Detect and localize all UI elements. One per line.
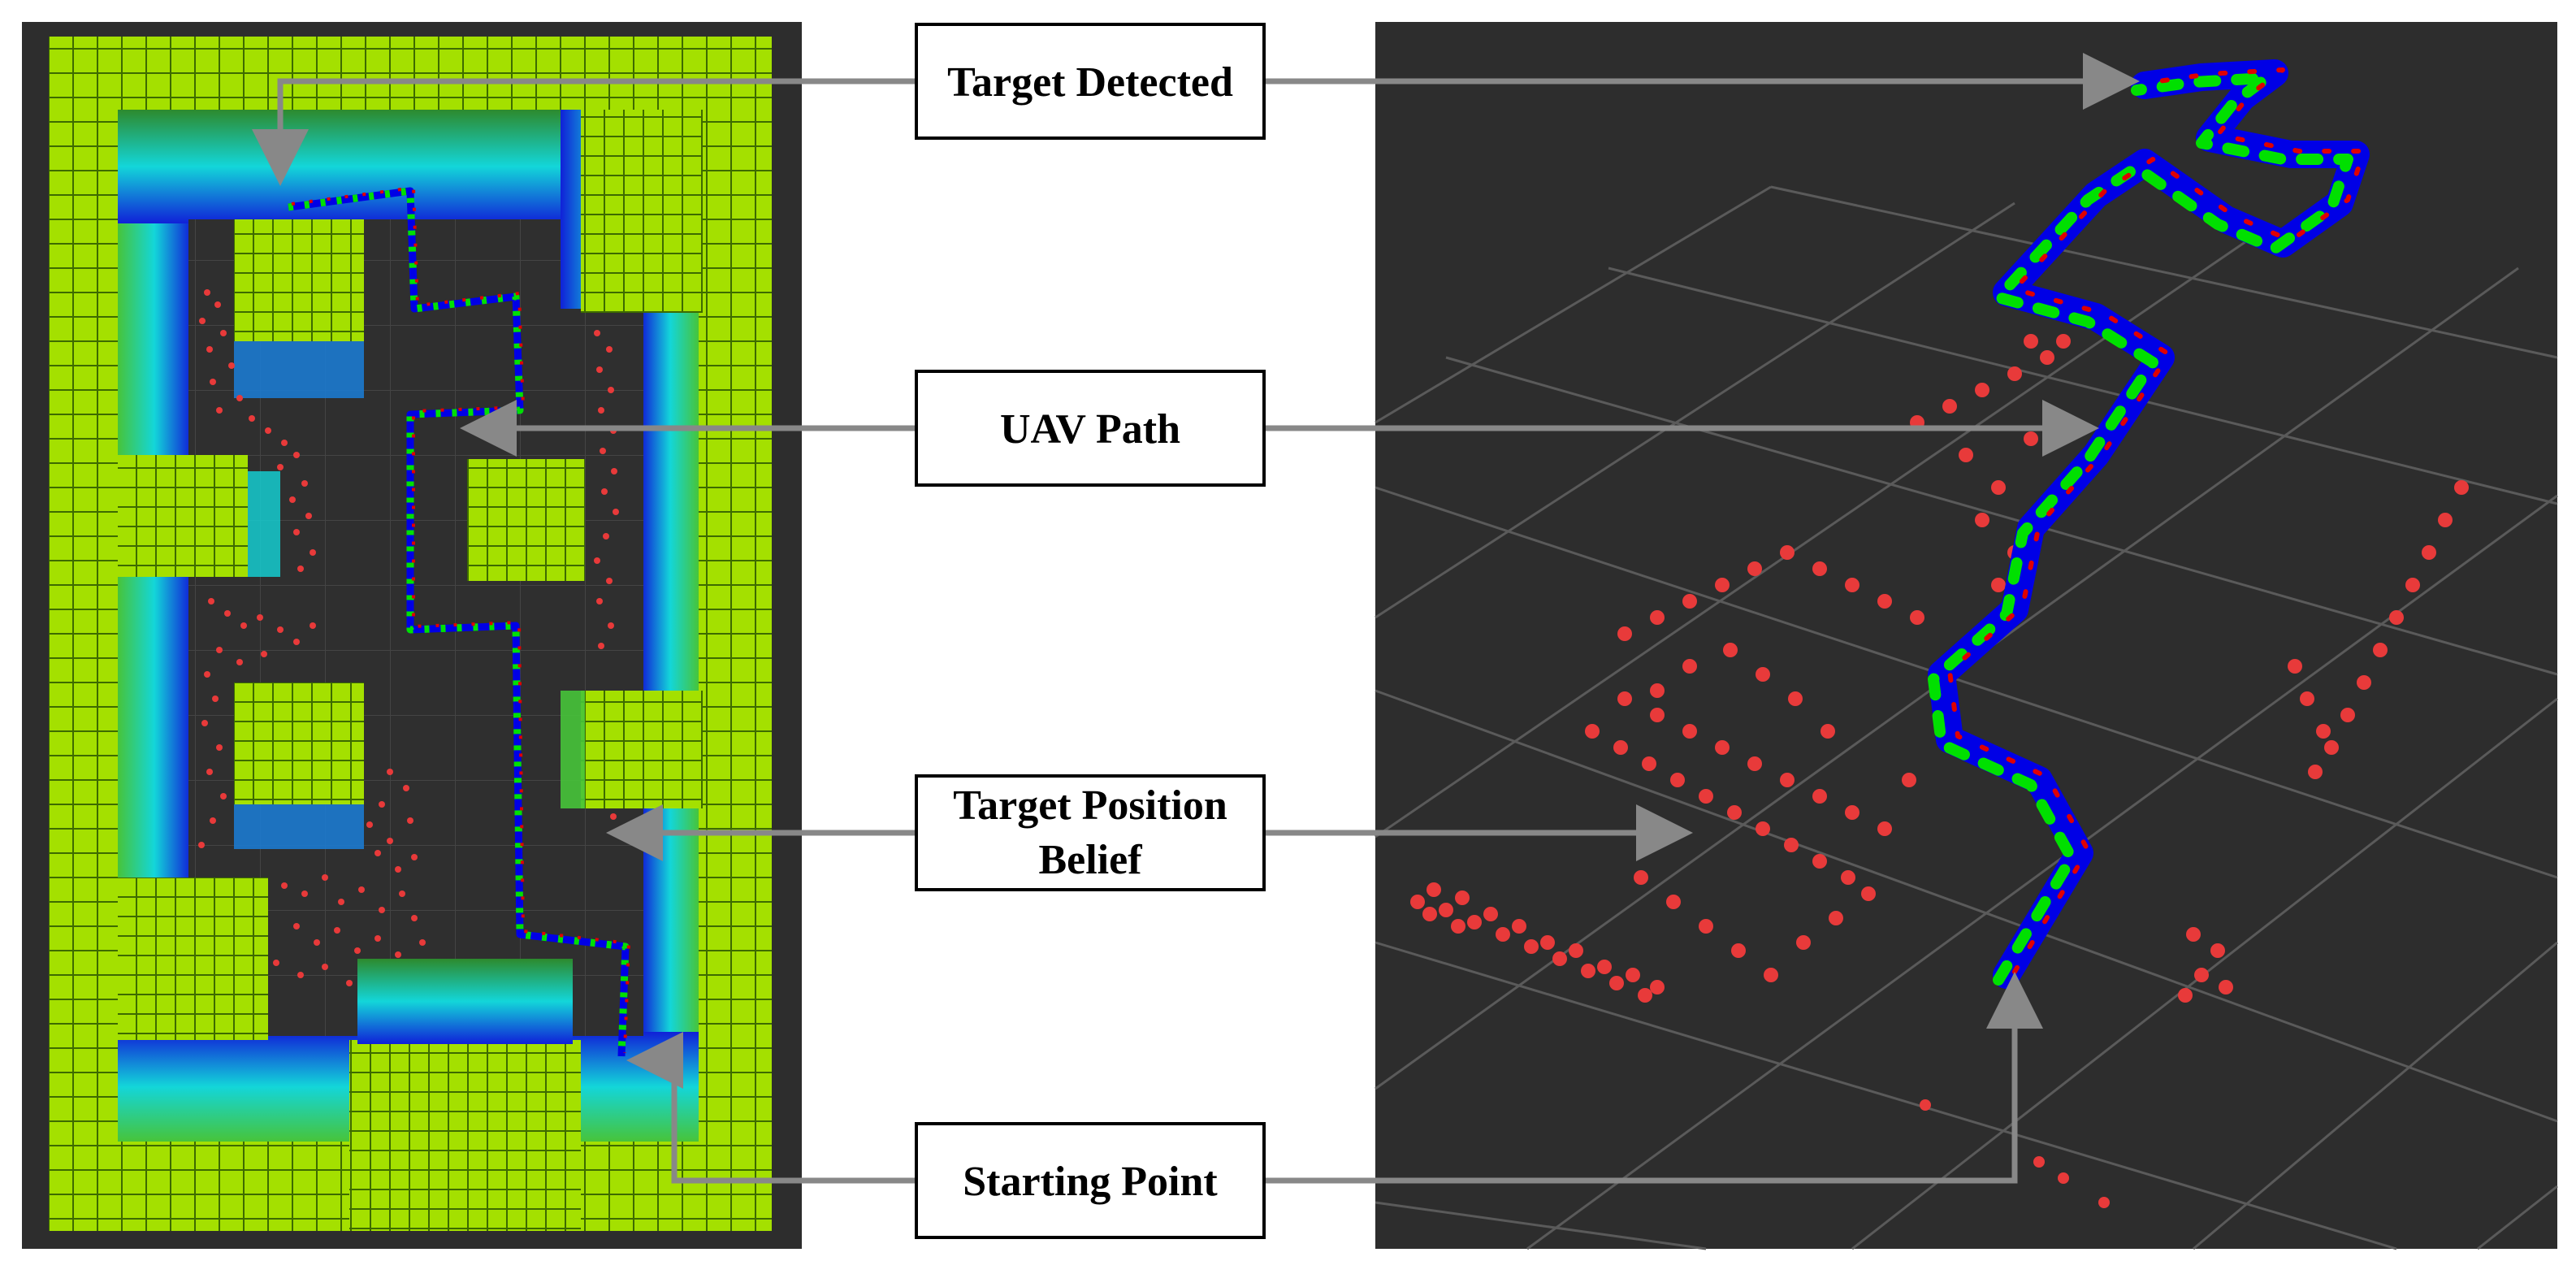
voxel-block-bottom-center-wall xyxy=(357,959,573,1044)
voxel-block-1 xyxy=(234,219,364,341)
right-top-voxel-block xyxy=(581,110,703,313)
label-target-position-belief-line2: Belief xyxy=(1038,837,1142,883)
left-belief-particles xyxy=(198,289,625,986)
voxel-block-bottom-center xyxy=(349,1040,581,1231)
label-uav-path: UAV Path xyxy=(915,370,1266,487)
right-belief-particles xyxy=(1410,334,2469,1208)
annotation-arrows xyxy=(252,53,2140,1184)
voxel-block-5-shade xyxy=(561,691,585,808)
belief-region-upper xyxy=(1910,334,2071,592)
label-box-target-position-belief xyxy=(915,774,1266,891)
label-target-detected-text: Target Detected xyxy=(947,59,1233,106)
label-box-target-detected xyxy=(915,23,1266,140)
left-uav-path xyxy=(288,186,630,1057)
arrow-start-left xyxy=(626,1032,916,1184)
voxel-block-3 xyxy=(467,459,585,581)
belief-cluster-right-column xyxy=(594,330,625,832)
right-panel-perspective-view xyxy=(1375,22,2558,1250)
belief-strip-lower-left xyxy=(1410,882,1665,1003)
arrow-target-detected-left xyxy=(252,78,916,186)
left-panel-top-view xyxy=(22,22,802,1249)
belief-small-clusters xyxy=(1920,927,2233,1208)
voxel-block-4 xyxy=(234,682,364,804)
label-starting-point: Starting Point xyxy=(915,1122,1266,1239)
voxel-block-6 xyxy=(118,878,268,1040)
belief-cluster-bottom-center xyxy=(273,769,426,986)
belief-region-center xyxy=(1585,545,1924,982)
label-box-uav-path xyxy=(915,370,1266,487)
label-target-detected: Target Detected xyxy=(915,23,1266,140)
label-starting-point-text: Starting Point xyxy=(963,1159,1218,1205)
voxel-block-2-shade xyxy=(248,471,280,577)
voxel-block-5 xyxy=(581,691,703,808)
belief-strip-right xyxy=(2288,480,2469,779)
arrow-start-right xyxy=(1264,972,2043,1184)
label-box-starting-point xyxy=(915,1122,1266,1239)
inner-wall-top xyxy=(118,110,581,223)
right-uav-path xyxy=(1928,59,2370,989)
label-uav-path-text: UAV Path xyxy=(1000,406,1180,453)
label-target-position-belief: Target Position Belief xyxy=(915,774,1266,891)
voxel-block-2 xyxy=(118,455,248,577)
voxel-block-1-shade xyxy=(234,341,364,398)
voxel-block-4-shade xyxy=(234,804,364,849)
label-target-position-belief-line1: Target Position xyxy=(953,782,1227,829)
belief-cluster-left-column xyxy=(198,289,316,848)
inner-wall-right xyxy=(642,228,699,1129)
